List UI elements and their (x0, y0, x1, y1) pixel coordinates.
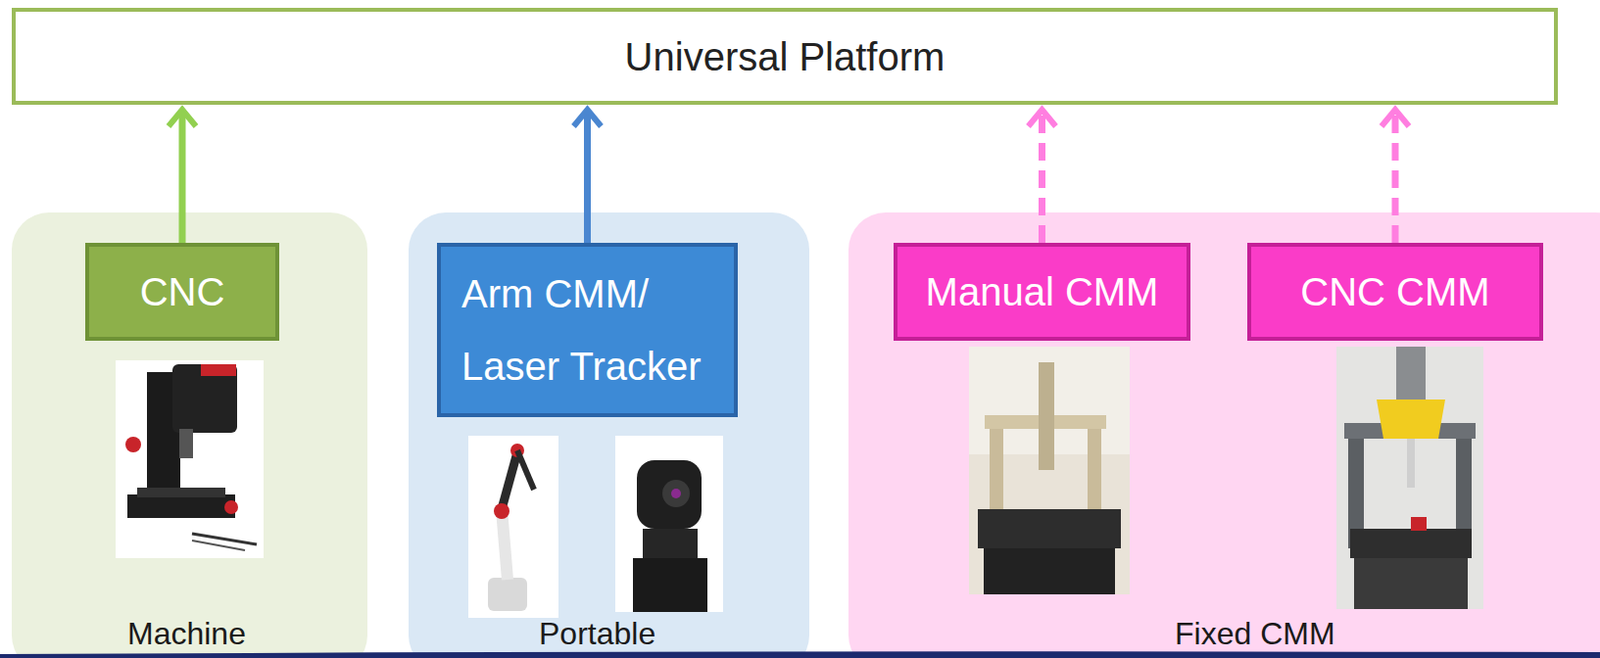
group-panel: Machine CNC (11, 212, 368, 658)
box-label: Manual CMM (925, 268, 1160, 316)
box-label: CNC (140, 268, 226, 316)
device-box: CNC (85, 242, 280, 341)
group-label: Portable (538, 616, 656, 652)
device-box: Manual CMM (893, 242, 1191, 341)
group-panel: Portable Arm CMM/ Laser Tracker (408, 212, 810, 658)
device-box: Arm CMM/ Laser Tracker (436, 242, 738, 418)
device-box: CNC CMM (1247, 242, 1544, 341)
platform-box: Universal Platform (11, 7, 1558, 105)
box-label: Universal Platform (625, 33, 946, 81)
group-label: Machine (127, 616, 246, 652)
group-label: Fixed CMM (1174, 616, 1336, 652)
box-label: CNC CMM (1300, 268, 1490, 316)
box-label: Arm CMM/ Laser Tracker (461, 257, 719, 403)
group-panel: Fixed CMM Manual CMM CNC CMM (848, 212, 1600, 658)
